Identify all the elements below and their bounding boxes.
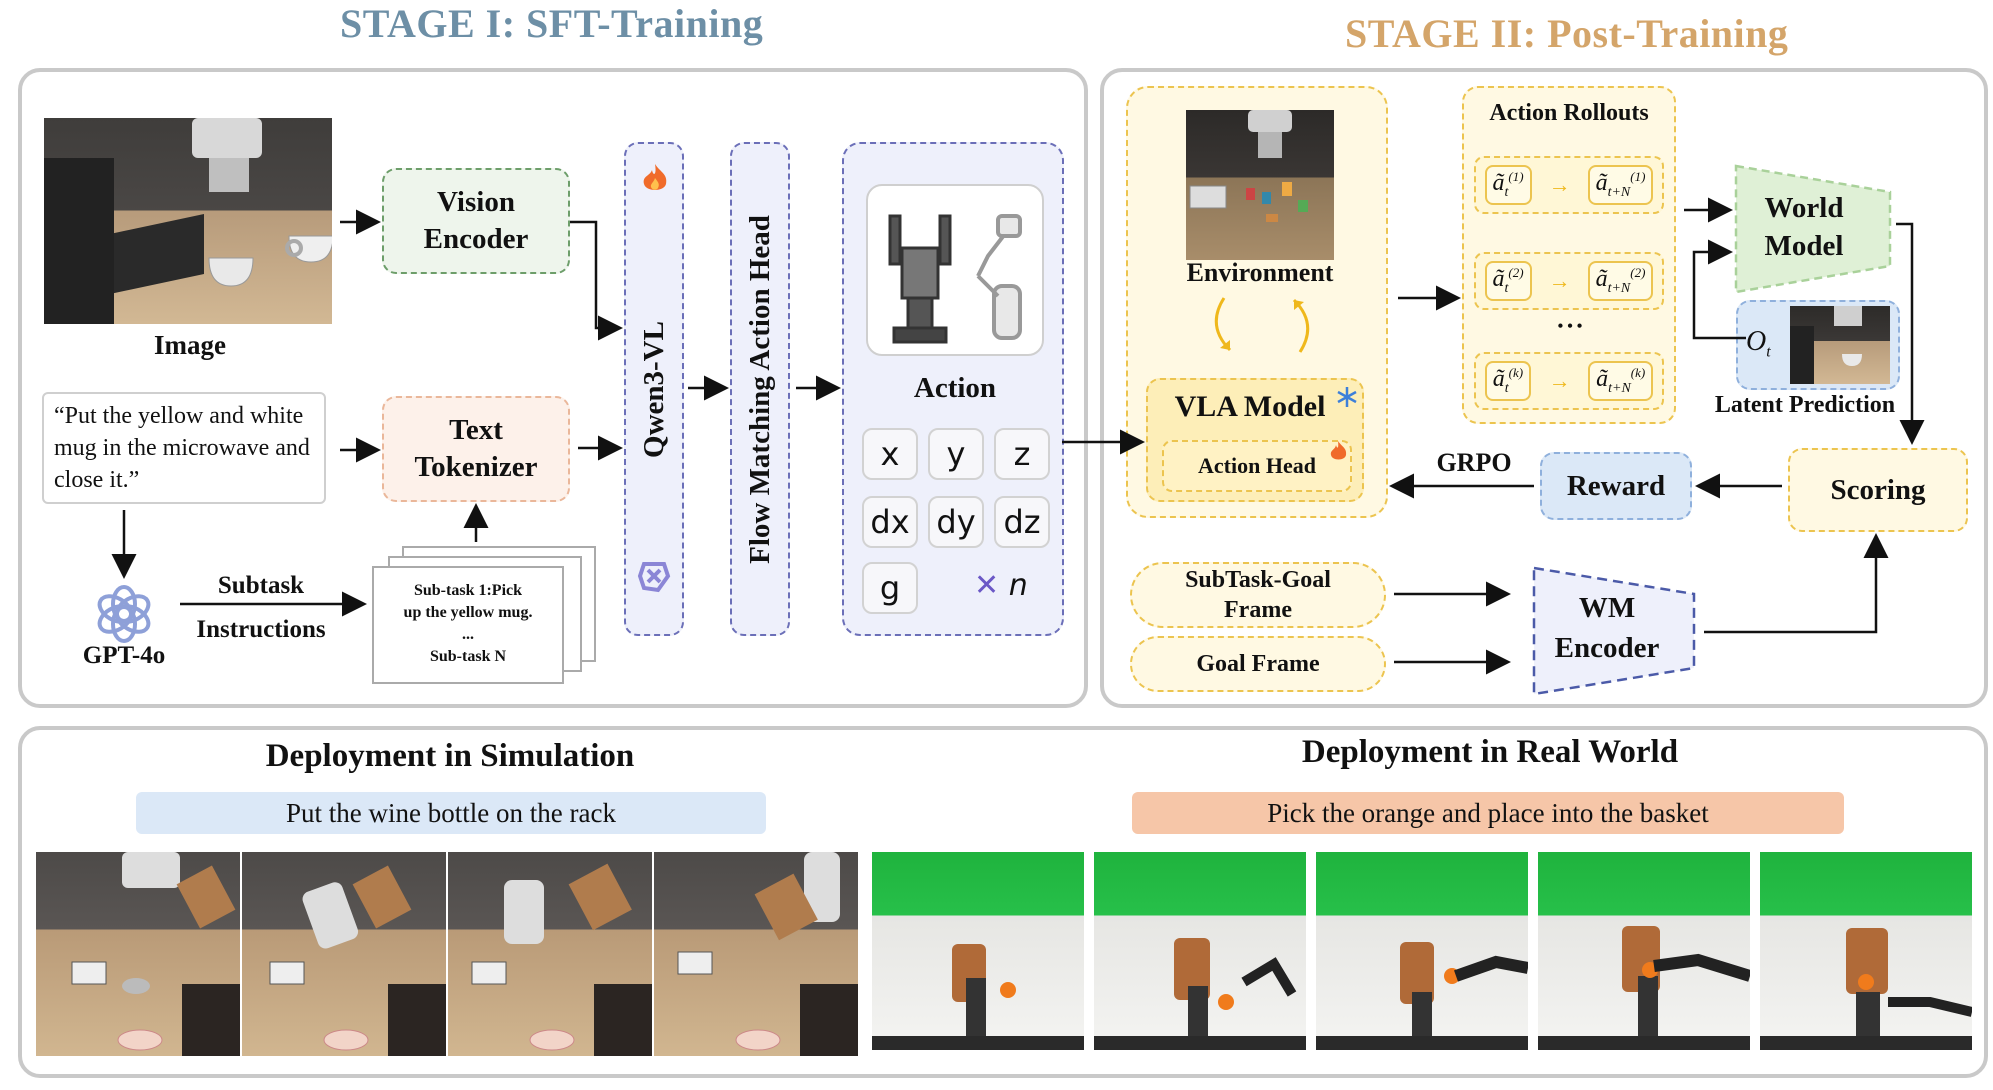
world-model-shape: [1734, 164, 1892, 294]
robot-arm-icon: [44, 118, 332, 324]
rollout-1-end: ãt+N(1): [1587, 165, 1654, 205]
rollout-ellipsis: • • •: [1557, 318, 1583, 335]
subtask-goal-line1: SubTask-Goal: [1185, 567, 1331, 593]
flow-head-box: Flow Matching Action Head: [730, 142, 790, 636]
wm-encoder-line2: Encoder: [1554, 632, 1660, 664]
key-x: x: [862, 428, 918, 480]
snowflake-icon: [1337, 387, 1357, 407]
sim-instruction-text: Put the wine bottle on the rack: [286, 797, 616, 828]
times-icon: ✕: [974, 568, 1000, 603]
image-label: Image: [154, 330, 226, 360]
subtask-goal-frame: SubTask-Goal Frame: [1130, 562, 1386, 628]
environment-image: [1186, 110, 1334, 260]
robot-arm-icon: [888, 214, 1022, 344]
wm-encoder-line1: WM: [1578, 592, 1636, 624]
latent-image: [1790, 306, 1890, 384]
rollout-row-k: ãt(k) → ãt+N(k): [1474, 352, 1664, 410]
reward-box: Reward: [1540, 452, 1692, 520]
world-model-line1: World: [1764, 192, 1844, 224]
reward-label: Reward: [1566, 469, 1666, 502]
key-y: y: [928, 428, 984, 480]
rollout-1-arrow-icon: →: [1548, 172, 1571, 197]
key-g: g: [862, 562, 918, 614]
sim-instruction: Put the wine bottle on the rack: [136, 792, 766, 834]
gpt-label: GPT-4o: [82, 642, 166, 669]
fire-icon: [643, 164, 667, 190]
rollout-2-end: ãt+N(2): [1587, 261, 1654, 301]
stage2-title: STAGE II: Post-Training: [1345, 11, 1789, 56]
scoring-box: Scoring: [1788, 448, 1968, 532]
action-head-box: Action Head: [1162, 440, 1352, 492]
obs-symbol: Ot: [1746, 326, 1771, 361]
rollout-row-2: ãt(2) → ãt+N(2): [1474, 252, 1664, 310]
key-n: n: [1008, 568, 1028, 603]
key-dz: dz: [994, 496, 1050, 548]
vision-encoder-line2: Encoder: [423, 223, 529, 255]
rollout-2-arrow-icon: →: [1548, 268, 1571, 293]
env-cycle-arrows: [1214, 297, 1310, 353]
wm-encoder-shape: [1532, 566, 1696, 696]
key-dy: dy: [928, 496, 984, 548]
stage1-title: STAGE I: SFT-Training: [340, 1, 764, 46]
sim-frame-4: [654, 852, 858, 1056]
subtask-doc-line2: up the yellow mug.: [403, 604, 533, 621]
rollout-row-1: ãt(1) → ãt+N(1): [1474, 156, 1664, 214]
sim-frame-2: [242, 852, 446, 1056]
real-instruction-text: Pick the orange and place into the baske…: [1267, 797, 1709, 828]
vision-encoder-line1: Vision: [437, 186, 515, 218]
vision-encoder-box: Vision Encoder: [382, 168, 570, 274]
sim-title: Deployment in Simulation: [265, 738, 635, 774]
rollouts-title: Action Rollouts: [1489, 100, 1649, 126]
robot-image: [866, 184, 1044, 356]
sim-frame-3: [448, 852, 652, 1056]
subtask-goal-line2: Frame: [1224, 597, 1292, 623]
subtask-doc-line1: Sub-task 1:Pick: [413, 582, 523, 599]
text-tokenizer-line1: Text: [449, 414, 503, 446]
scoring-label: Scoring: [1830, 473, 1926, 506]
environment-label: Environment: [1186, 258, 1334, 287]
rollout-2-start: ãt(2): [1484, 261, 1532, 301]
key-times-n: ✕ n: [974, 568, 1028, 603]
action-title: Action: [913, 372, 997, 404]
rollout-k-end: ãt+N(k): [1588, 361, 1654, 401]
real-frame-1: [872, 852, 1084, 1050]
action-head-label: Action Head: [1198, 453, 1316, 478]
real-frame-2: [1094, 852, 1306, 1050]
qwen-box: Qwen3-VL: [624, 142, 684, 636]
subtask-arrow-label1: Subtask: [217, 572, 305, 599]
subtask-doc-line3: ...: [462, 626, 474, 643]
text-tokenizer-line2: Tokenizer: [414, 451, 538, 483]
text-tokenizer-box: Text Tokenizer: [382, 396, 570, 502]
real-title: Deployment in Real World: [1301, 734, 1679, 770]
rollout-k-arrow-icon: →: [1548, 368, 1571, 393]
subtask-doc-line4: Sub-task N: [429, 648, 507, 665]
key-dx: dx: [862, 496, 918, 548]
vla-model-label: VLA Model: [1174, 390, 1326, 423]
subtask-arrow-label2: Instructions: [196, 616, 326, 643]
subtask-doc: Sub-task 1:Pick up the yellow mug. ... S…: [372, 566, 564, 684]
grpo-label: GRPO: [1436, 448, 1512, 477]
real-frame-5: [1760, 852, 1972, 1050]
fire-icon: [1330, 441, 1347, 460]
latent-prediction-label: Latent Prediction: [1714, 392, 1896, 418]
world-model-line2: Model: [1764, 230, 1844, 262]
input-image: [44, 118, 332, 324]
sim-frame-1: [36, 852, 240, 1056]
rollout-1-start: ãt(1): [1484, 165, 1532, 205]
real-instruction: Pick the orange and place into the baske…: [1132, 792, 1844, 834]
real-frame-3: [1316, 852, 1528, 1050]
key-z: z: [994, 428, 1050, 480]
instruction-text: “Put the yellow and white mug in the mic…: [54, 403, 310, 493]
openai-icon: [97, 585, 151, 643]
gemini-icon: [637, 562, 671, 593]
real-frame-4: [1538, 852, 1750, 1050]
goal-frame-label: Goal Frame: [1196, 650, 1320, 677]
instruction-box: “Put the yellow and white mug in the mic…: [42, 392, 326, 504]
goal-frame: Goal Frame: [1130, 636, 1386, 692]
rollout-k-start: ãt(k): [1484, 361, 1532, 401]
